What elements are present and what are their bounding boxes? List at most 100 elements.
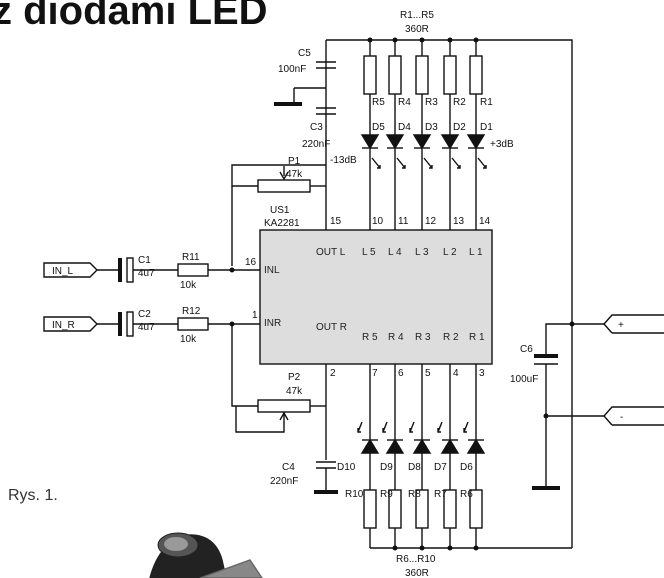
bottom-led-columns (357, 364, 486, 548)
c5-label: C5 (298, 48, 311, 59)
p2-wiper (279, 411, 289, 421)
c1-plate-b (126, 257, 134, 283)
pin-top-1: 10 (372, 216, 384, 227)
c1-label: C1 (138, 255, 151, 266)
in-r-connector (43, 316, 98, 332)
r12-resistor (177, 317, 209, 331)
column-2-top (440, 37, 461, 230)
d-top-label-3: D2 (453, 122, 466, 133)
r-bottom-label-1: R9 (380, 489, 393, 500)
r-bottom-group-value: 360R (405, 568, 429, 578)
p2-loop-wire (231, 324, 258, 407)
p2-wiper-wire (235, 406, 285, 433)
in-l-connector (43, 262, 98, 278)
pin-top-0: 15 (330, 216, 342, 227)
r-top-label-0: R5 (372, 97, 385, 108)
c6-value: 100uF (510, 374, 538, 385)
p2-label: P2 (288, 372, 301, 383)
r-top-label-3: R2 (453, 97, 466, 108)
r-top-label-1: R4 (398, 97, 411, 108)
d-bottom-label-3: D7 (434, 462, 447, 473)
d-top-label-1: D4 (398, 122, 411, 133)
capacitor-photo (149, 532, 263, 578)
db-low-label: -13dB (330, 155, 357, 166)
c3-capacitor (316, 107, 336, 115)
d-top-label-4: D1 (480, 122, 493, 133)
d-bottom-label-4: D6 (460, 462, 473, 473)
column-5-bottom (357, 364, 380, 548)
r-bottom-label-4: R6 (460, 489, 473, 500)
ic-l5: L 5 (362, 247, 376, 258)
d-top-label-2: D3 (425, 122, 438, 133)
column-3-top (412, 37, 433, 230)
pin-bottom-1: 7 (372, 368, 378, 379)
column-4-top (385, 37, 406, 230)
ic-l1: L 1 (469, 247, 483, 258)
c5-capacitor (316, 61, 336, 69)
ic-out-r: OUT R (316, 322, 347, 333)
c3-label: C3 (310, 122, 323, 133)
ic-r5: R 5 (362, 332, 378, 343)
in-l-label: IN_L (52, 266, 74, 277)
ic-ka2281 (259, 229, 493, 365)
column-5-top (360, 37, 381, 230)
r-top-label-2: R3 (425, 97, 438, 108)
plus-label: + (618, 320, 624, 331)
db-high-label: +3dB (490, 139, 514, 150)
p1-label: P1 (288, 156, 301, 167)
page-title: z diodami LED (0, 0, 268, 33)
p2-potentiometer (257, 399, 311, 413)
pin-bottom-4: 4 (453, 368, 459, 379)
r-bottom-label-3: R7 (434, 489, 447, 500)
pin-bottom-2: 6 (398, 368, 404, 379)
c4-capacitor (316, 461, 336, 469)
r12-value: 10k (180, 334, 197, 345)
ic-name: US1 (270, 205, 290, 216)
r-top-group-label: R1...R5 (400, 10, 434, 21)
pin-bottom-3: 5 (425, 368, 431, 379)
r-bottom-label-0: R10 (345, 489, 364, 500)
ic-r2: R 2 (443, 332, 459, 343)
ic-r1: R 1 (469, 332, 485, 343)
c2-plate-b (126, 311, 134, 337)
column-2-bottom (437, 364, 460, 548)
ic-in-l: INL (264, 265, 280, 276)
p1-value: 47k (286, 169, 303, 180)
pin-bottom-5: 3 (479, 368, 485, 379)
pin-top-4: 13 (453, 216, 465, 227)
r11-resistor (177, 263, 209, 277)
r-top-group-value: 360R (405, 24, 429, 35)
p1-potentiometer (257, 179, 311, 193)
top-rail-wire (326, 39, 573, 548)
top-led-columns (360, 37, 487, 230)
d-top-label-0: D5 (372, 122, 385, 133)
c4-label: C4 (282, 462, 295, 473)
d-bottom-label-1: D9 (380, 462, 393, 473)
r-top-label-4: R1 (480, 97, 493, 108)
minus-label: - (620, 412, 623, 423)
pin-top-5: 14 (479, 216, 491, 227)
c6-wire (545, 323, 572, 354)
d-bottom-label-0: D10 (337, 462, 356, 473)
c3-value: 220nF (302, 139, 330, 150)
pin-left-1: 1 (252, 310, 258, 321)
c2-label: C2 (138, 309, 151, 320)
ic-out-l: OUT L (316, 247, 346, 258)
ic-l4: L 4 (388, 247, 402, 258)
column-1-top (466, 37, 487, 230)
p1-loop-wire (231, 164, 326, 187)
minus-connector (603, 406, 664, 426)
plus-connector (603, 314, 664, 334)
pin-top-2: 11 (398, 216, 409, 227)
column-4-bottom (382, 364, 405, 548)
d-bottom-label-2: D8 (408, 462, 421, 473)
column-3-bottom (409, 364, 432, 548)
r11-label: R11 (182, 252, 200, 263)
p2-value: 47k (286, 386, 303, 397)
column-1-bottom (463, 364, 486, 548)
c5-value: 100nF (278, 64, 306, 75)
in-r-label: IN_R (52, 320, 75, 331)
c2-value: 4u7 (138, 322, 155, 333)
ic-l3: L 3 (415, 247, 429, 258)
